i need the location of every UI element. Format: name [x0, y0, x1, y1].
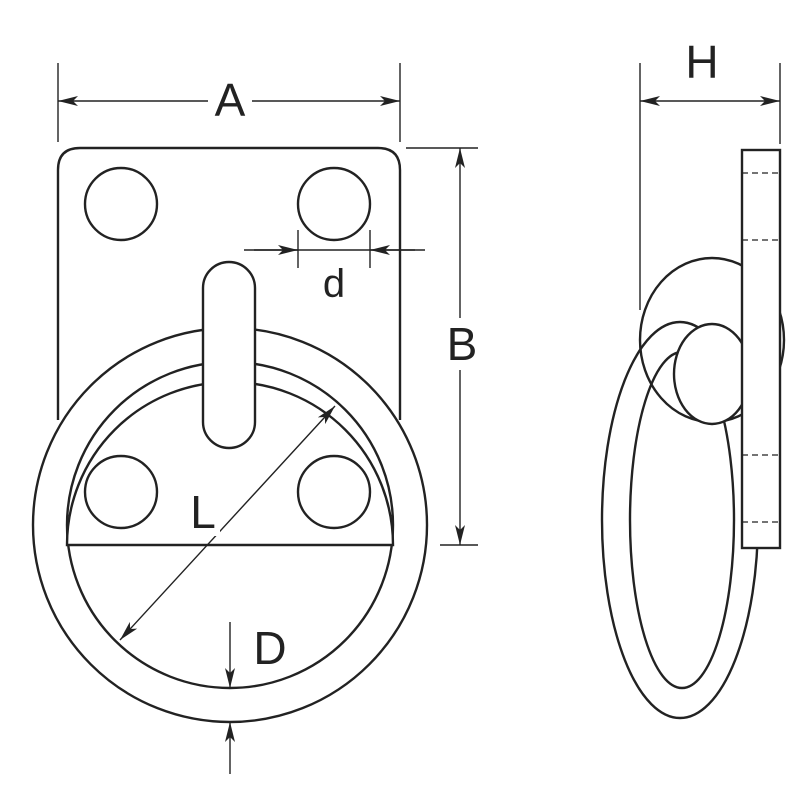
side-plate [740, 148, 782, 550]
side-link-loop [672, 322, 752, 426]
label-l: L [190, 486, 216, 538]
mounting-hole-top-right [296, 166, 372, 242]
mounting-hole-top-left [83, 166, 159, 242]
label-b: B [447, 318, 478, 370]
label-d-hole: d [323, 262, 345, 306]
label-d-ring: D [253, 622, 286, 674]
label-h: H [685, 36, 718, 88]
dimension-line-l [119, 405, 336, 641]
label-a: A [215, 74, 246, 126]
side-view [600, 148, 786, 720]
retainer-slot [201, 260, 257, 450]
